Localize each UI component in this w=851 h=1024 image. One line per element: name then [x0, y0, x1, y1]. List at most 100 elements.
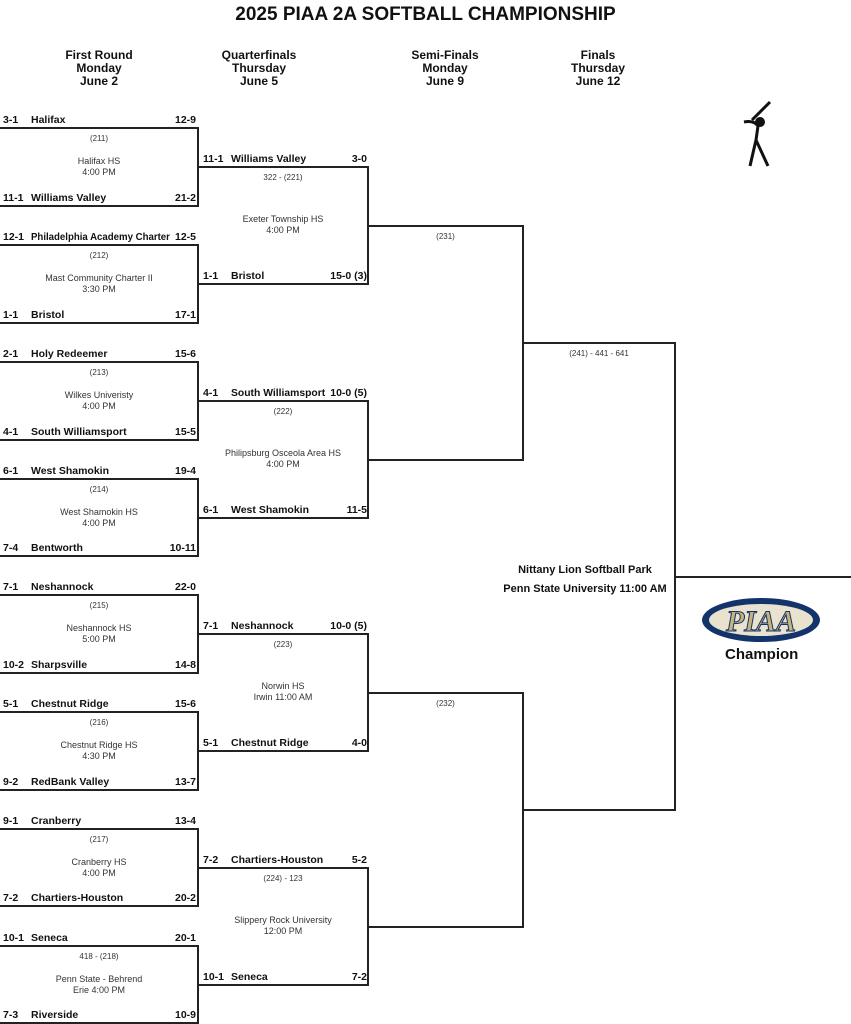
bracket-line — [198, 517, 368, 519]
game-number: (217) — [89, 835, 109, 844]
team-name: West Shamokin — [231, 504, 309, 516]
team-seed: 1-1 — [203, 270, 219, 282]
team-name: Williams Valley — [31, 192, 107, 204]
team-score: 10-9 — [174, 1009, 196, 1021]
game-venue: Philipsburg Osceola Area HS — [224, 447, 342, 458]
team-score: 15-5 — [174, 426, 196, 438]
game-venue: Halifax HS — [77, 156, 121, 166]
game-venue: Neshannock HS — [66, 623, 132, 633]
game-time: 4:00 PM — [82, 401, 116, 411]
team-seed: 9-2 — [3, 776, 19, 788]
team-seed: 6-1 — [3, 465, 19, 477]
team-name: Chartiers-Houston — [231, 854, 324, 866]
game-venue: West Shamokin HS — [60, 507, 138, 517]
team-seed: 10-1 — [3, 932, 25, 944]
bracket-line — [675, 576, 851, 578]
round-header-name: Finals — [580, 48, 616, 62]
bracket-line — [198, 166, 368, 168]
team-seed: 2-1 — [3, 348, 19, 360]
piaa-logo: PIAA — [701, 597, 821, 648]
game-number: (231) — [436, 232, 455, 241]
bracket-line — [368, 459, 523, 461]
team-seed: 7-4 — [3, 542, 19, 554]
team-name: Bentworth — [31, 542, 83, 554]
team-name: Riverside — [31, 1009, 79, 1021]
bracket-line — [368, 692, 523, 694]
bracket-line — [0, 1022, 198, 1024]
team-seed: 1-1 — [3, 309, 19, 321]
team-score: 14-8 — [174, 659, 196, 671]
bracket-line — [523, 809, 675, 811]
team-entry: 11-1 Williams Valley 21-2 — [3, 191, 196, 205]
team-name: Seneca — [231, 971, 268, 983]
team-seed: 7-2 — [203, 854, 219, 866]
team-seed: 3-1 — [3, 114, 19, 126]
team-name: Cranberry — [31, 815, 82, 827]
team-name: Philadelphia Academy Charter — [31, 231, 170, 243]
team-seed: 7-1 — [203, 620, 219, 632]
round-header-date: June 12 — [575, 74, 621, 88]
finals-location-time: Penn State University 11:00 AM — [503, 583, 667, 595]
team-name: Seneca — [31, 932, 68, 944]
team-entry: 6-1 West Shamokin 11-5 — [203, 503, 367, 517]
team-name: Neshannock — [31, 581, 94, 593]
round-header-name: Quarterfinals — [221, 48, 297, 62]
finals-venue: Nittany Lion Softball Park — [518, 564, 652, 576]
champion-label: Champion — [725, 646, 799, 663]
game-time: 5:00 PM — [82, 634, 116, 644]
team-seed: 10-1 — [203, 971, 225, 983]
team-seed: 6-1 — [203, 504, 219, 516]
bracket-line — [368, 225, 523, 227]
round-header-day: Thursday — [570, 61, 625, 75]
bracket-line — [0, 361, 198, 363]
round-header-day: Monday — [422, 61, 468, 75]
team-seed: 7-3 — [3, 1009, 19, 1021]
game-time: 4:00 PM — [266, 224, 300, 235]
team-score: 11-5 — [346, 504, 367, 516]
team-seed: 5-1 — [3, 698, 19, 710]
game-time: 3:30 PM — [82, 284, 116, 294]
team-seed: 7-1 — [3, 581, 19, 593]
game-time: 4:30 PM — [82, 751, 116, 761]
team-name: Neshannock — [231, 620, 294, 632]
team-name: South Williamsport — [31, 426, 127, 438]
team-name: Williams Valley — [231, 153, 307, 165]
bracket-line — [0, 828, 198, 830]
team-seed: 9-1 — [3, 815, 19, 827]
team-score: 4-0 — [351, 737, 367, 749]
team-score: 15-0 (3) — [330, 270, 367, 282]
team-score: 10-0 (5) — [330, 387, 367, 399]
team-score: 13-4 — [174, 815, 196, 827]
team-score: 15-6 — [174, 348, 196, 360]
game-number: (216) — [89, 718, 109, 727]
team-score: 12-9 — [174, 114, 196, 126]
game-number: (222) — [273, 407, 293, 416]
game-venue: Norwin HS — [261, 680, 305, 691]
team-name: Chartiers-Houston — [31, 892, 124, 904]
team-seed: 4-1 — [3, 426, 19, 438]
game-number: (212) — [89, 251, 109, 260]
bracket-line — [0, 789, 198, 791]
team-entry: 2-1 Holy Redeemer 15-6 — [3, 347, 196, 361]
team-name: Holy Redeemer — [31, 348, 108, 360]
team-score: 21-2 — [174, 192, 196, 204]
bracket-line — [0, 594, 198, 596]
team-seed: 7-2 — [3, 892, 19, 904]
bracket-line — [0, 478, 198, 480]
team-name: South Williamsport — [231, 387, 326, 399]
team-seed: 11-1 — [3, 192, 24, 204]
game-time: 12:00 PM — [263, 925, 303, 936]
bracket-line — [198, 984, 368, 986]
round-header-day: Thursday — [231, 61, 286, 75]
bracket-line — [0, 244, 198, 246]
game-time: Irwin 11:00 AM — [253, 691, 313, 702]
bracket-line — [198, 750, 368, 752]
round-header-date: June 2 — [79, 74, 118, 88]
